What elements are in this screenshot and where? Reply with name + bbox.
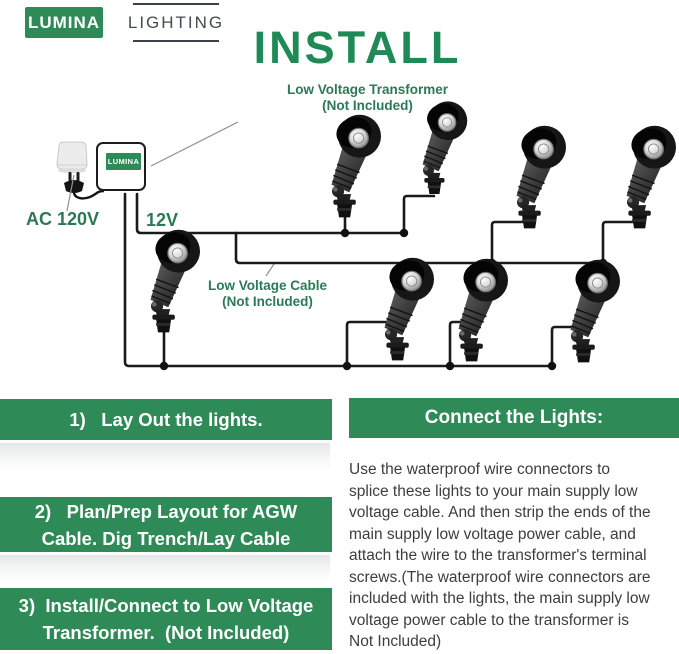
wire-12v-bus	[135, 192, 406, 235]
connect-body-line: splice these lights to your main supply …	[349, 482, 638, 500]
wire-top4-branch	[601, 220, 642, 265]
cable-pointer-line	[265, 263, 275, 277]
transformer-box: LUMINA	[96, 142, 146, 191]
cable-label-line2: (Not Included)	[222, 293, 313, 309]
ghost-strip	[0, 443, 330, 471]
page-title: INSTALL	[253, 22, 462, 73]
wire-mid-bus	[234, 231, 605, 265]
brand-logo-subtitle: LIGHTING	[128, 3, 222, 42]
connect-body-line: included with the lights, the main suppl…	[349, 590, 650, 607]
low-voltage-cables	[123, 192, 642, 368]
step-3-line2: Transformer. (Not Included)	[42, 622, 290, 643]
cable-label: Low Voltage Cable (Not Included)	[200, 278, 335, 309]
step-banner-2: 2) Plan/Prep Layout for AGW Cable. Dig T…	[0, 497, 332, 552]
wire-top3-branch	[490, 220, 532, 265]
transformer-label-line2: (Not Included)	[322, 97, 413, 113]
spotlight-icon	[438, 255, 522, 367]
connect-body-line: screws.(The waterproof wire connectors a…	[349, 568, 651, 586]
step-banner-1: 1) Lay Out the lights.	[0, 399, 332, 440]
brand-logo: LUMINA	[25, 7, 103, 38]
connect-body-line: attach the wire to the transformer's ter…	[349, 547, 647, 564]
step-2-line1: 2) Plan/Prep Layout for AGW	[34, 500, 298, 522]
connect-heading-banner: Connect the Lights:	[349, 398, 679, 438]
spotlight-icon	[404, 98, 480, 199]
ac-voltage-label: AC 120V	[26, 209, 100, 229]
wiring-diagram	[56, 121, 642, 371]
connect-instructions: Use the waterproof wire connectors to sp…	[349, 459, 679, 653]
transformer-label-line1: Low Voltage Transformer	[286, 82, 449, 97]
wire-top2-branch	[402, 194, 436, 235]
wire-bottom-bus	[123, 192, 554, 368]
wire-bottom4-branch	[550, 325, 576, 368]
connect-body-line: voltage power cable to the transformer i…	[349, 611, 629, 629]
transformer-brand-label: LUMINA	[106, 153, 141, 170]
transformer-label: Low Voltage Transformer (Not Included)	[250, 82, 485, 113]
connect-body-line: Not Included)	[349, 633, 442, 650]
outlet-icon	[56, 141, 88, 173]
pointer-lines	[66, 121, 275, 277]
spotlight-icon	[496, 122, 580, 234]
spotlight-icon	[364, 254, 448, 366]
connect-body-line: main supply low voltage power cable, and	[349, 525, 636, 543]
ghost-strip	[0, 555, 330, 582]
power-plug-icon	[64, 172, 105, 200]
step-1-text: 1) Lay Out the lights.	[69, 409, 263, 430]
ac-pointer-line	[66, 174, 75, 212]
spotlight-icon	[311, 111, 395, 223]
cable-label-line1: Low Voltage Cable	[207, 278, 327, 293]
connect-body-line: Use the waterproof wire connectors to	[349, 461, 611, 478]
wire-bottom2-branch	[345, 320, 388, 368]
wire-bottom3-branch	[448, 320, 464, 368]
step-3-line1: 3) Install/Connect to Low Voltage	[18, 595, 314, 616]
connect-body-line: voltage cable. And then strip the ends o…	[349, 504, 651, 521]
dc-voltage-label: 12V	[146, 210, 179, 230]
step-banner-3: 3) Install/Connect to Low Voltage Transf…	[0, 588, 332, 650]
spotlight-icon	[130, 226, 214, 338]
step-2-line2: Cable. Dig Trench/Lay Cable	[41, 527, 291, 549]
spotlight-icon	[606, 122, 679, 234]
spotlight-icon	[550, 256, 634, 368]
transformer-pointer-line	[150, 121, 239, 167]
